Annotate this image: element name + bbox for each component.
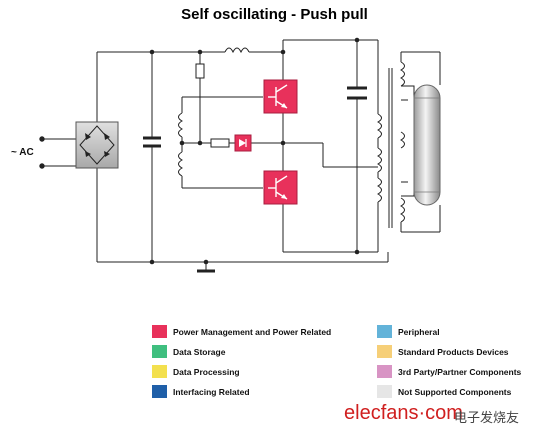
circuit-diagram (39, 37, 441, 273)
diac (234, 134, 252, 152)
legend-label: Not Supported Components (398, 386, 512, 397)
fluorescent-lamp (413, 84, 441, 206)
legend-swatch (377, 345, 392, 358)
legend-item: Data Storage (152, 345, 225, 358)
transistor-upper (263, 79, 298, 114)
ac-terminal-top (39, 136, 45, 142)
legend-item: Data Processing (152, 365, 240, 378)
legend-item: Not Supported Components (377, 385, 511, 398)
legend-swatch (152, 365, 167, 378)
ac-terminal-bottom (39, 163, 45, 169)
legend-item: Interfacing Related (152, 385, 250, 398)
watermark-logo-cn: 电子发烧友 (454, 411, 520, 426)
legend-item: 3rd Party/Partner Components (377, 365, 521, 378)
watermark-logo: elecfans·com (344, 402, 463, 424)
bridge-rectifier (75, 121, 119, 169)
legend-label: Peripheral (398, 326, 440, 337)
page-title: Self oscillating - Push pull (181, 6, 368, 23)
legend-swatch (377, 365, 392, 378)
legend-label: Standard Products Devices (398, 346, 509, 357)
legend-label: Data Processing (173, 366, 240, 377)
legend-swatch (377, 385, 392, 398)
ac-input-label: ~ AC (11, 147, 34, 158)
legend-item: Power Management and Power Related (152, 325, 331, 338)
legend-label: Data Storage (173, 346, 226, 357)
legend-label: Power Management and Power Related (173, 326, 332, 337)
legend-item: Standard Products Devices (377, 345, 509, 358)
legend-swatch (152, 385, 167, 398)
legend-label: 3rd Party/Partner Components (398, 366, 522, 377)
legend-item: Peripheral (377, 325, 440, 338)
transistor-lower (263, 170, 298, 205)
legend-swatch (152, 345, 167, 358)
legend-swatch (152, 325, 167, 338)
legend-swatch (377, 325, 392, 338)
legend-label: Interfacing Related (173, 386, 250, 397)
